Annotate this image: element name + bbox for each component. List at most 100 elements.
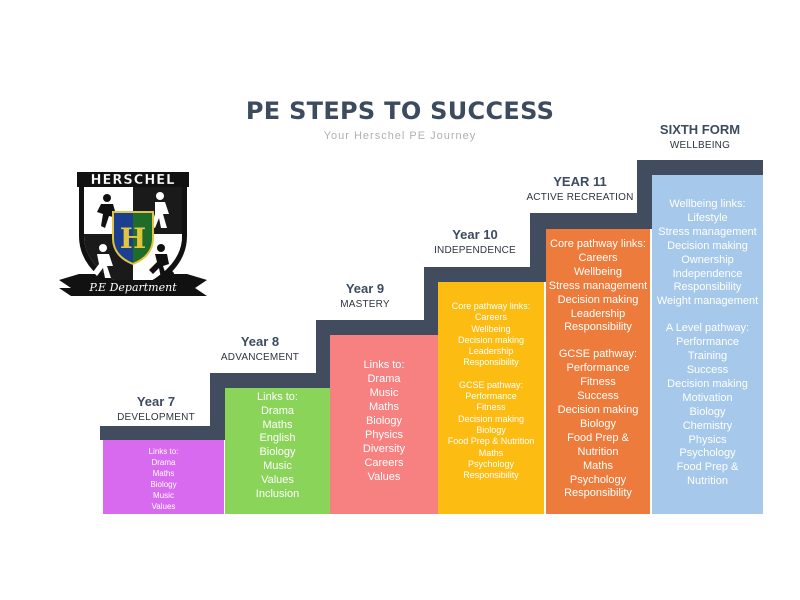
column-line: Drama	[367, 373, 401, 385]
column-line: Psychology	[679, 447, 736, 460]
column-line: Music	[153, 491, 174, 500]
column-line: Lifestyle	[687, 211, 728, 224]
step-year: Year 9	[345, 281, 385, 296]
logo-crest-letter: H	[120, 222, 146, 255]
column-line: GCSE pathway:	[458, 379, 524, 390]
column-line: Links to:	[148, 447, 179, 456]
herschel-pe-logo: H HERSCHEL P.E Department	[59, 172, 207, 296]
column-line: Physics	[688, 433, 727, 446]
column-line: Biology	[365, 415, 403, 427]
step-label-year8: Year 8 ADVANCEMENT	[200, 334, 320, 363]
stair-horizontal-6	[637, 160, 763, 175]
column-line: Training	[687, 350, 728, 363]
column-line: Music	[263, 459, 292, 472]
column-line: Nutrition	[577, 445, 619, 458]
column-line: Wellbeing	[471, 323, 511, 334]
column-year8: Links to: Drama Maths English Biology Mu…	[225, 388, 330, 514]
step-stage: DEVELOPMENT	[117, 412, 195, 423]
stair-vertical-3	[424, 267, 438, 335]
column-line: Decision making	[557, 293, 639, 306]
stair-horizontal-4	[424, 267, 546, 282]
column-line: Careers	[364, 457, 404, 469]
column-line: Diversity	[362, 443, 406, 455]
column-line: Decision making	[667, 377, 748, 390]
column-line: Biology	[476, 424, 506, 435]
column-line: Biology	[579, 417, 617, 430]
column-year7: Links to: Drama Maths Biology Music Valu…	[103, 440, 224, 514]
column-line: Wellbeing links:	[669, 198, 746, 210]
step-year: YEAR 11	[553, 174, 607, 189]
step-stage: ADVANCEMENT	[220, 352, 300, 363]
logo-banner-text: P.E Department	[88, 281, 177, 294]
stair-vertical-1	[210, 373, 225, 440]
stair-horizontal-3	[316, 320, 438, 335]
step-stage: MASTERY	[340, 299, 390, 310]
column-line: Food Prep &	[567, 431, 629, 444]
column-line: Stress management	[658, 225, 757, 238]
column-line: Biology	[689, 405, 726, 418]
column-line: Success	[686, 363, 729, 376]
step-stage: WELLBEING	[669, 140, 731, 151]
column-sixth-form: Wellbeing links: Lifestyle Stress manage…	[652, 175, 763, 514]
column-line: A Level pathway:	[665, 322, 750, 335]
logo-player-icon	[156, 192, 164, 200]
column-year11: Core pathway links: Careers Wellbeing St…	[546, 229, 650, 514]
column-line: Psychology	[569, 473, 627, 486]
column-line: Responsibility	[463, 357, 519, 368]
step-label-year9: Year 9 MASTERY	[305, 281, 425, 310]
column-line: Leadership	[570, 307, 626, 320]
column-line: Links to:	[363, 359, 405, 371]
page-title: PE STEPS TO SUCCESS	[245, 97, 555, 125]
column-line: Leadership	[468, 346, 514, 357]
column-line: Values	[261, 473, 294, 486]
column-line: Independence	[672, 267, 743, 280]
column-line: Performance	[676, 336, 739, 349]
column-line: Physics	[365, 429, 403, 441]
column-line: Maths	[583, 459, 613, 472]
stair-vertical-4	[530, 213, 546, 282]
column-line: Fitness	[476, 402, 506, 413]
column-line: Ownership	[681, 253, 734, 266]
logo-footballer-icon	[157, 244, 165, 252]
column-line: Chemistry	[682, 419, 733, 432]
column-line: Maths	[262, 418, 293, 431]
column-line: Music	[369, 387, 399, 399]
column-line: Responsibility	[463, 470, 519, 481]
column-line: English	[259, 432, 296, 445]
column-line: Decision making	[667, 239, 748, 252]
step-label-sixth-form: SIXTH FORM WELLBEING	[640, 122, 760, 151]
column-line: Maths	[369, 401, 399, 413]
column-line: Maths	[152, 469, 175, 478]
stair-vertical-2	[316, 320, 330, 388]
column-line: Careers	[474, 312, 507, 323]
column-line: Links to:	[257, 391, 298, 403]
column-year10: Core pathway links: Careers Wellbeing De…	[438, 282, 544, 514]
stair-vertical-5	[637, 160, 652, 229]
column-line: Weight management	[656, 295, 759, 308]
column-line: Drama	[260, 404, 294, 417]
column-line: Stress management	[548, 279, 648, 292]
step-year: Year 7	[136, 394, 176, 409]
step-stage: ACTIVE RECREATION	[526, 192, 634, 203]
column-line: Psychology	[467, 458, 515, 469]
step-year: SIXTH FORM	[659, 122, 741, 137]
column-line: Core pathway links:	[550, 238, 646, 250]
column-line: Values	[151, 502, 176, 511]
logo-athlete-icon	[103, 194, 111, 202]
column-line: Responsibility	[564, 487, 632, 500]
stair-horizontal-2	[210, 373, 330, 388]
column-line: Food Prep &	[676, 461, 739, 474]
column-line: Fitness	[580, 376, 616, 389]
column-line: Food Prep & Nutrition	[447, 436, 535, 447]
step-year: Year 8	[240, 334, 280, 349]
step-stage: INDEPENDENCE	[434, 245, 516, 256]
column-line: Performance	[465, 391, 517, 402]
column-line: Performance	[566, 362, 630, 375]
stair-horizontal-1	[100, 426, 212, 440]
column-line: Success	[577, 390, 619, 403]
column-line: Careers	[578, 251, 618, 264]
logo-runner-icon	[99, 244, 107, 252]
column-line: Biology	[150, 480, 177, 489]
column-line: Motivation	[682, 391, 733, 404]
column-line: Core pathway links:	[451, 301, 531, 311]
